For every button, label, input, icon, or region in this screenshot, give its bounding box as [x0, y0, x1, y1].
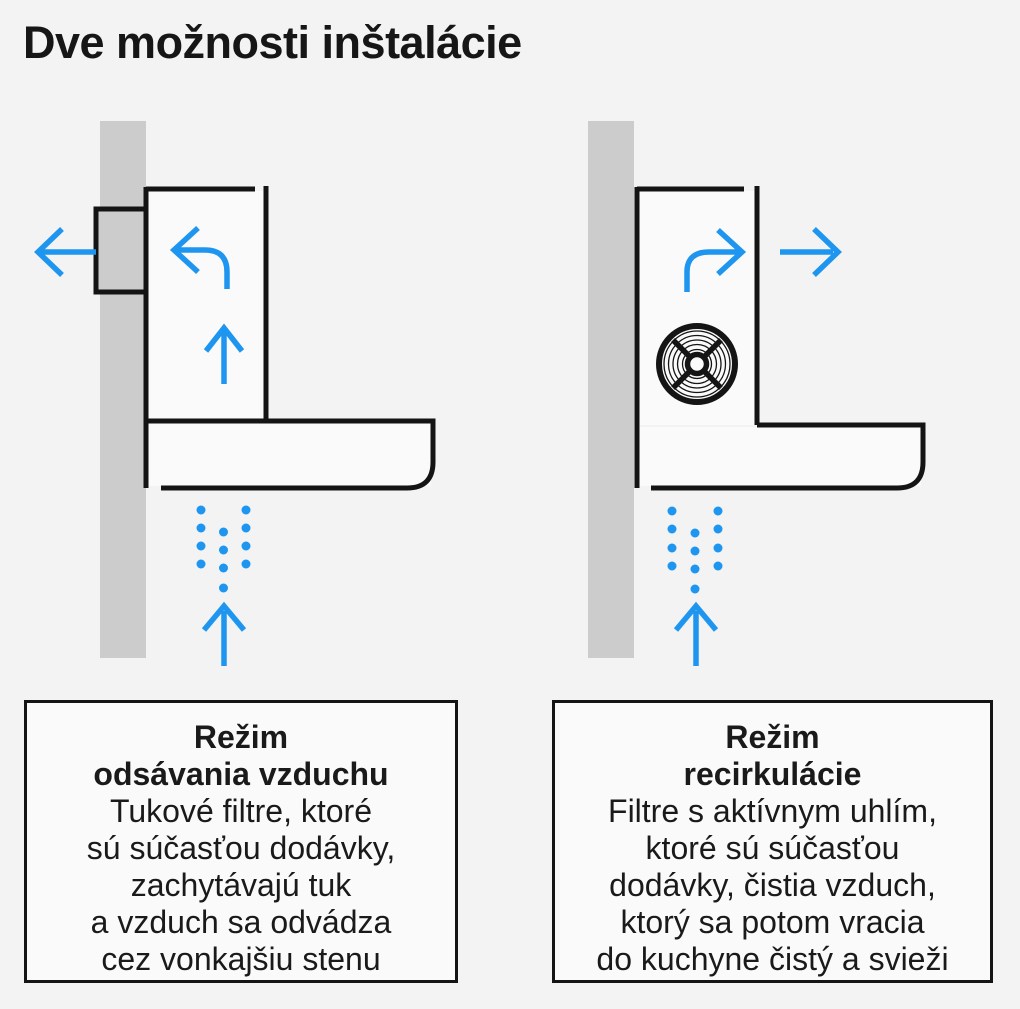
page-title: Dve možnosti inštalácie [23, 17, 522, 68]
caption-body-line: zachytávajú tuk [130, 867, 352, 903]
hood-body [146, 418, 436, 491]
caption-title-line: recirkulácie [683, 756, 862, 792]
diagram-extraction [34, 121, 436, 666]
caption-box-extraction: Režim odsávania vzduchu Tukové filtre, k… [24, 700, 458, 983]
arrow-right-icon [780, 227, 842, 277]
arrow-up-icon [673, 601, 719, 666]
arrow-turn-left-icon [169, 225, 230, 289]
caption-body-line: Filtre s aktívnym uhlím, [608, 793, 937, 829]
caption-box-recirculation: Režim recirkulácie Filtre s aktívnym uhl… [552, 700, 993, 983]
caption-title-line: Režim [193, 719, 289, 755]
caption-body-line: dodávky, čistia vzduch, [609, 867, 936, 903]
arrow-left-icon [34, 227, 96, 277]
wall [100, 121, 146, 658]
arrow-up-icon [203, 323, 245, 384]
hood-interior [639, 427, 921, 486]
fan-icon [656, 323, 738, 405]
wall [588, 121, 634, 658]
arrow-turn-right-icon [684, 227, 747, 292]
duct [93, 206, 149, 295]
chimney-interior [148, 191, 264, 421]
caption-body-line: Tukové filtre, ktoré [109, 793, 372, 829]
airflow-dots [196, 505, 251, 593]
hood-interior [148, 423, 431, 486]
caption-body-line: do kuchyne čistý a svieži [596, 941, 949, 977]
diagram-recirculation [588, 121, 926, 666]
caption-body-line: sú súčasťou dodávky, [86, 830, 396, 866]
caption-title-line: odsávania vzduchu [93, 756, 389, 792]
airflow-dots [667, 506, 723, 594]
hood-body [651, 422, 926, 491]
caption-title-line: Režim [725, 719, 820, 755]
caption-body-line: ktoré sú súčasťou [645, 830, 900, 866]
arrow-up-icon [201, 601, 247, 666]
caption-body-line: a vzduch sa odvádza [90, 904, 392, 940]
caption-body-line: cez vonkajšiu stenu [101, 941, 381, 977]
caption-body-line: ktorý sa potom vracia [620, 904, 925, 940]
